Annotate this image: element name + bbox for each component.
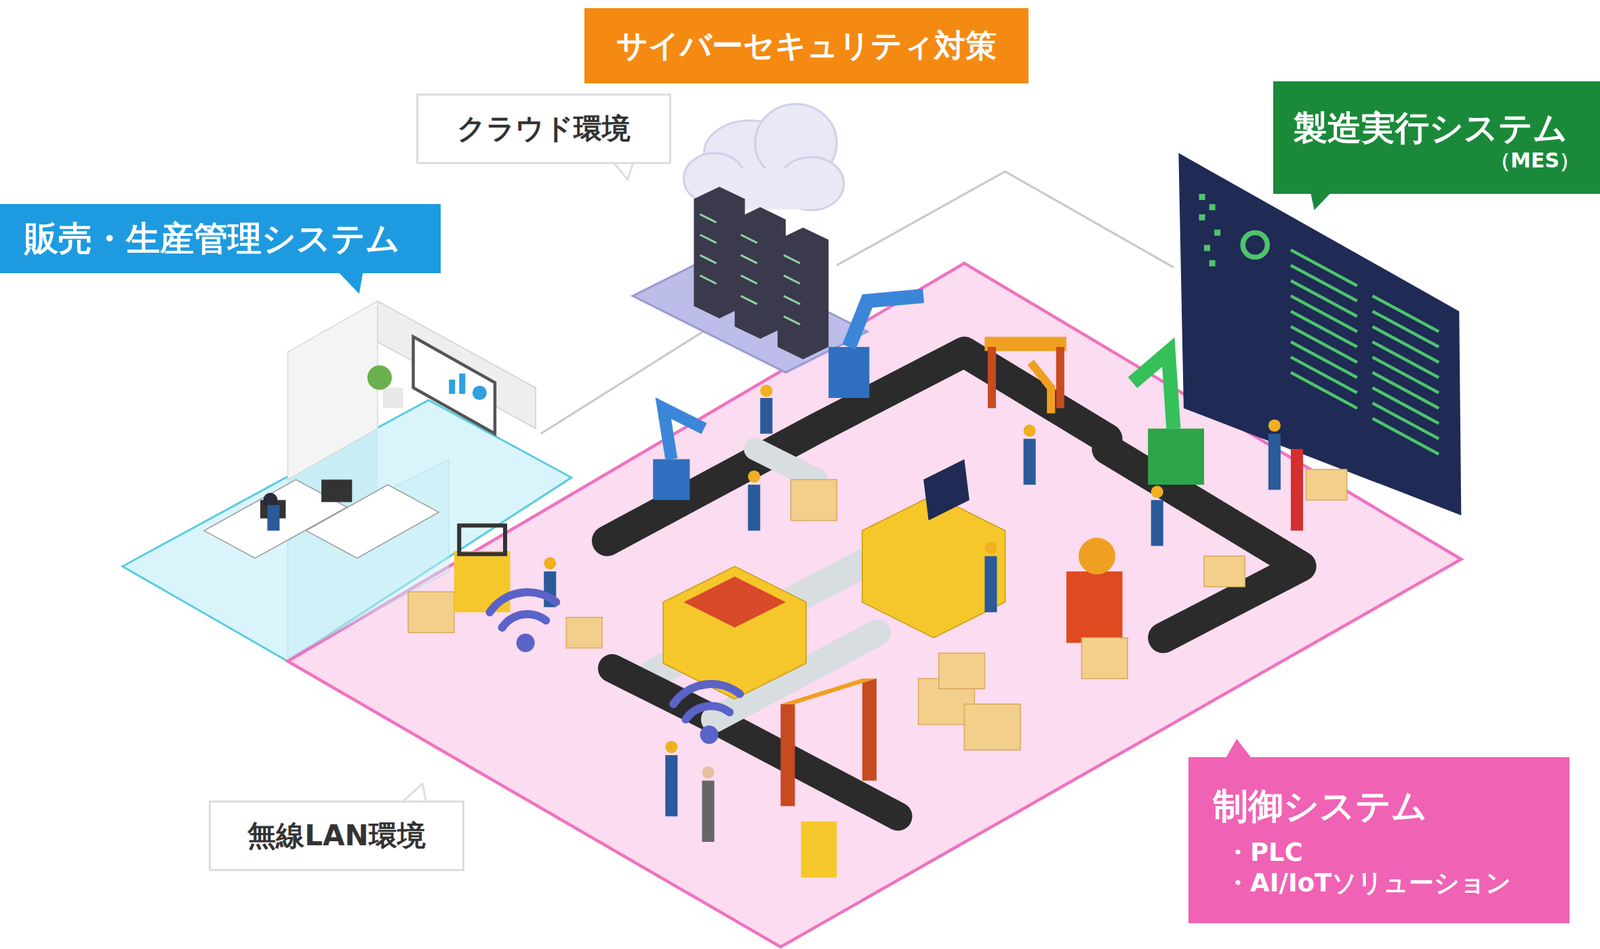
conveyors — [607, 351, 1302, 817]
forklift — [454, 448, 1304, 613]
callout-heading: 制御システム — [1212, 785, 1546, 828]
callout-box: クラウド環境 — [416, 93, 672, 165]
network-line — [836, 171, 1174, 268]
callout-box: 無線LAN環境 — [208, 800, 465, 872]
callout-box: 販売・生産管理システム — [0, 204, 441, 274]
callout-subtext: ・PLC — [1212, 837, 1546, 868]
callout-heading: 製造実行システム — [1293, 107, 1580, 149]
callout-heading: 販売・生産管理システム — [24, 218, 417, 259]
mes-screen — [1178, 153, 1462, 516]
wifi-icon — [489, 592, 740, 741]
callout-subtext: ・AI/IoTソリューション — [1212, 868, 1546, 899]
callout-box: サイバーセキュリティ対策 — [584, 8, 1029, 84]
office — [204, 301, 536, 659]
cardboard-boxes — [408, 469, 1348, 750]
robots — [652, 296, 1205, 501]
workers — [267, 385, 1281, 843]
callout-subtext: （MES） — [1293, 148, 1580, 173]
callout-box: 製造実行システム（MES） — [1273, 81, 1600, 194]
callout-tail — [336, 270, 364, 295]
machines — [663, 336, 1123, 878]
callout-heading: クラウド環境 — [445, 111, 643, 146]
callout-heading: サイバーセキュリティ対策 — [610, 27, 1003, 65]
server-racks — [693, 186, 829, 359]
callout-heading: 無線LAN環境 — [236, 818, 437, 853]
callout-box: 制御システム・PLC・AI/IoTソリューション — [1188, 757, 1570, 924]
